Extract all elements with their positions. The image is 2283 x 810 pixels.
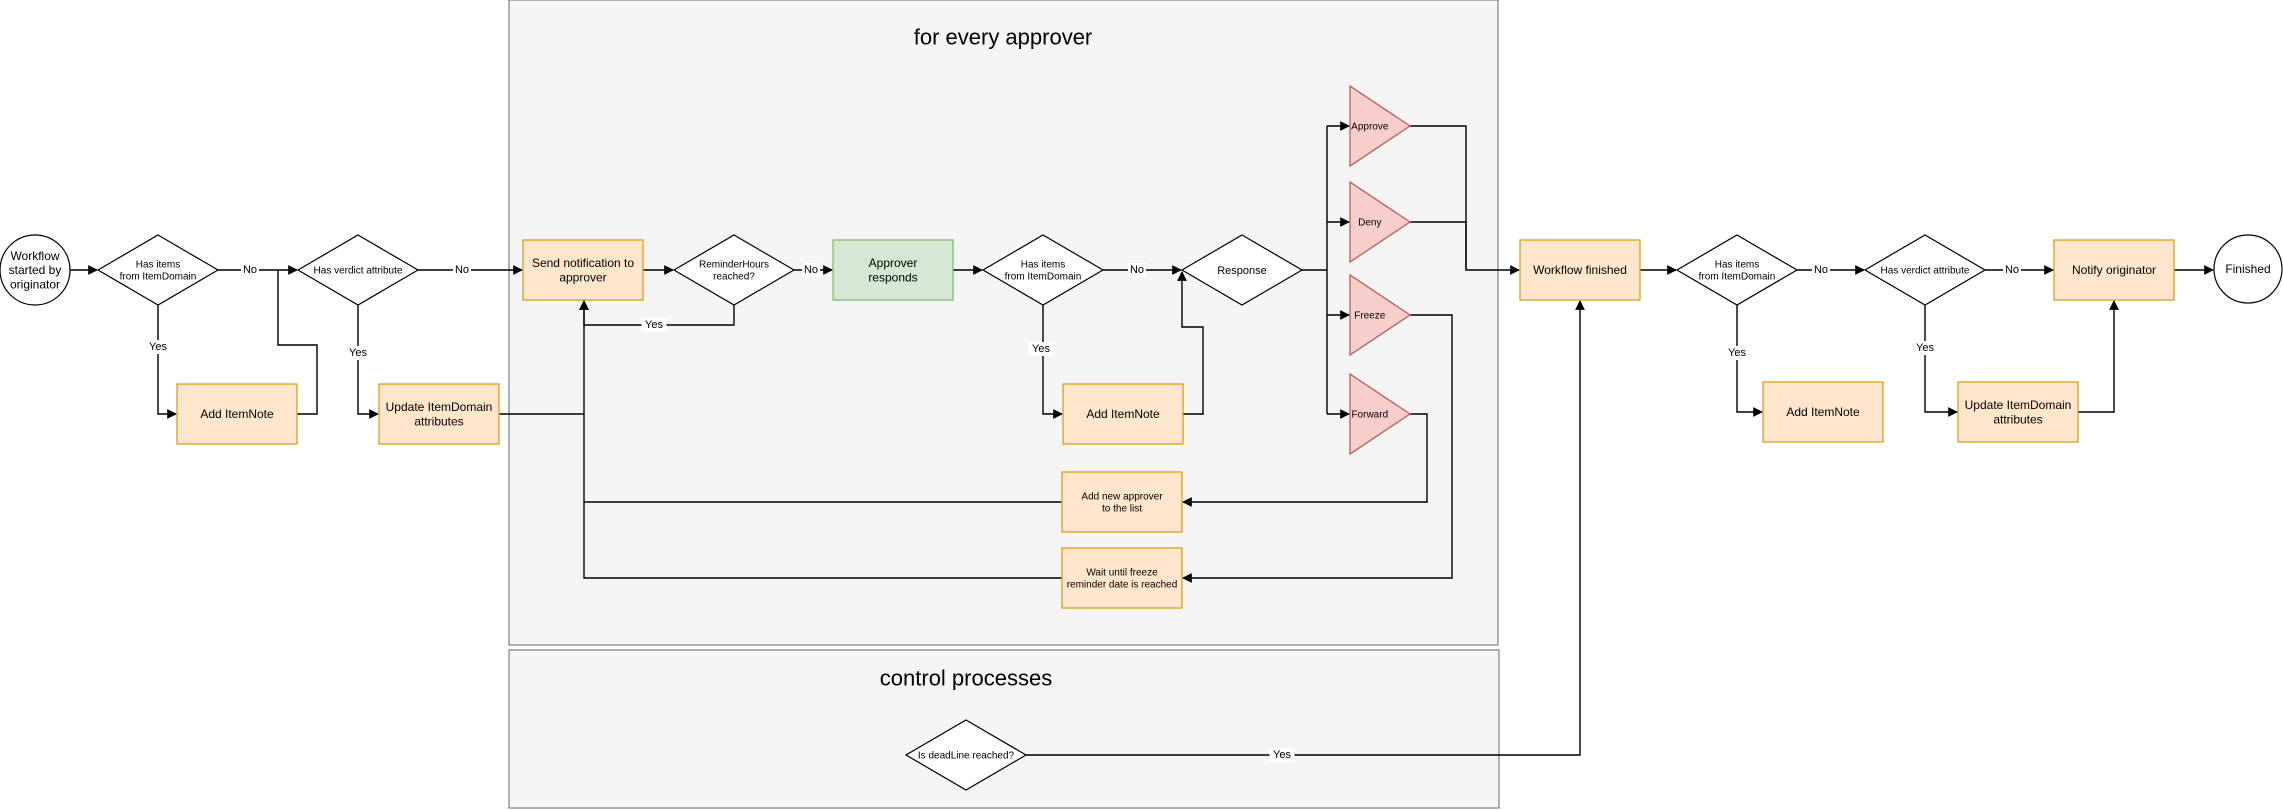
workflow-finished-task: [1519, 239, 1641, 301]
notify-originator-task-label: Notify originator: [2072, 263, 2156, 277]
edge-label-yes-3: Yes: [645, 319, 663, 331]
edge-label-no-3-bg: [802, 263, 820, 277]
edge-has-items-yes: [157, 305, 177, 419]
edge-has-verdict-2-yes: [1924, 305, 1958, 417]
edge-has-items-2-yes: [1042, 305, 1063, 419]
edge-forward-to-add-approver: [1182, 413, 1428, 507]
edge-label-no-6-bg: [2003, 263, 2021, 277]
edge-label-yes-5-bg: [1724, 346, 1750, 360]
edge-label-no-4: No: [1130, 264, 1144, 276]
edge-label-yes-3-bg: [641, 318, 667, 332]
edge-label-no-2: No: [455, 264, 469, 276]
has-verdict-decision-label: Has verdict attribute: [314, 266, 403, 277]
has-items-decision-3: [1675, 234, 1799, 306]
approver-responds-task: [832, 239, 954, 301]
control-processes-container: [508, 649, 1500, 809]
edge-label-yes-7: Yes: [1273, 749, 1291, 761]
control-processes-container-title: control processes: [880, 666, 1052, 691]
edge-label-yes-1-bg: [145, 340, 171, 354]
forward-outcome: [1349, 372, 1412, 456]
start-event: [0, 234, 71, 306]
wait-freeze-task: [1061, 547, 1183, 609]
response-decision: [1180, 234, 1304, 306]
has-items-decision-2: [981, 234, 1105, 306]
approver-loop-container-title: for every approver: [914, 25, 1093, 50]
edge-label-no-6: No: [2005, 264, 2019, 276]
response-decision-label: Response: [1217, 265, 1267, 277]
update-itemdomain-task: [378, 383, 500, 445]
edge-has-items-3-yes: [1736, 305, 1763, 417]
edge-label-no-5: No: [1814, 264, 1828, 276]
end-event-label: Finished: [2225, 262, 2270, 276]
add-itemnote-task-3: [1762, 381, 1884, 443]
add-itemnote-task-3-label: Add ItemNote: [1786, 405, 1860, 419]
edge-label-no-3: No: [804, 264, 818, 276]
deadline-decision: [904, 719, 1028, 791]
deny-outcome-label: Deny: [1358, 218, 1381, 229]
send-notification-task: [522, 239, 644, 301]
edge-deadline-yes: [1026, 300, 1585, 756]
edge-label-yes-4: Yes: [1032, 343, 1050, 355]
edge-label-yes-6-bg: [1912, 341, 1938, 355]
end-event: [2213, 234, 2283, 304]
edge-label-no-2-bg: [453, 263, 471, 277]
edge-label-no-1-bg: [241, 263, 259, 277]
update-itemdomain-task-2: [1957, 381, 2079, 443]
deadline-decision-label: Is deadLine reached?: [918, 751, 1015, 762]
freeze-outcome: [1349, 273, 1412, 357]
add-itemnote-task-label: Add ItemNote: [200, 407, 274, 421]
edge-label-yes-2: Yes: [349, 347, 367, 359]
approve-outcome: [1349, 84, 1412, 168]
edge-freeze-to-wait: [1182, 314, 1453, 583]
edge-approve-to-finished: [1410, 125, 1520, 275]
edge-label-yes-7-bg: [1269, 748, 1295, 762]
freeze-outcome-label: Freeze: [1354, 311, 1386, 322]
edge-label-yes-6: Yes: [1916, 342, 1934, 354]
has-verdict-decision: [296, 234, 420, 306]
notify-originator-task: [2053, 239, 2175, 301]
forward-outcome-label: Forward: [1351, 410, 1388, 421]
reminder-hours-decision: [672, 234, 796, 306]
approve-outcome-label: Approve: [1351, 122, 1389, 133]
has-verdict-decision-2-label: Has verdict attribute: [1881, 266, 1970, 277]
edge-itemnote-2-to-response: [1177, 271, 1204, 415]
edge-wait-back-to-send: [579, 300, 1062, 579]
edge-itemnote-merge: [277, 270, 318, 415]
edge-has-verdict-yes: [357, 305, 379, 419]
add-itemnote-task-2-label: Add ItemNote: [1086, 407, 1160, 421]
add-itemnote-task-2: [1062, 383, 1184, 445]
edge-label-yes-5: Yes: [1728, 347, 1746, 359]
add-itemnote-task: [176, 383, 298, 445]
workflow-finished-task-label: Workflow finished: [1533, 263, 1627, 277]
has-verdict-decision-2: [1863, 234, 1987, 306]
deny-outcome: [1349, 180, 1412, 264]
approver-loop-container: [508, 0, 1499, 646]
edge-label-no-4-bg: [1128, 263, 1146, 277]
edge-label-yes-4-bg: [1028, 342, 1054, 356]
edge-label-yes-2-bg: [345, 346, 371, 360]
edge-label-no-5-bg: [1812, 263, 1830, 277]
edge-deny-to-finished: [1410, 221, 1467, 270]
add-new-approver-task: [1061, 471, 1183, 533]
edge-label-yes-1: Yes: [149, 341, 167, 353]
edge-label-no-1: No: [243, 264, 257, 276]
edge-update-2-to-notify: [2078, 300, 2119, 413]
has-items-decision: [96, 234, 220, 306]
